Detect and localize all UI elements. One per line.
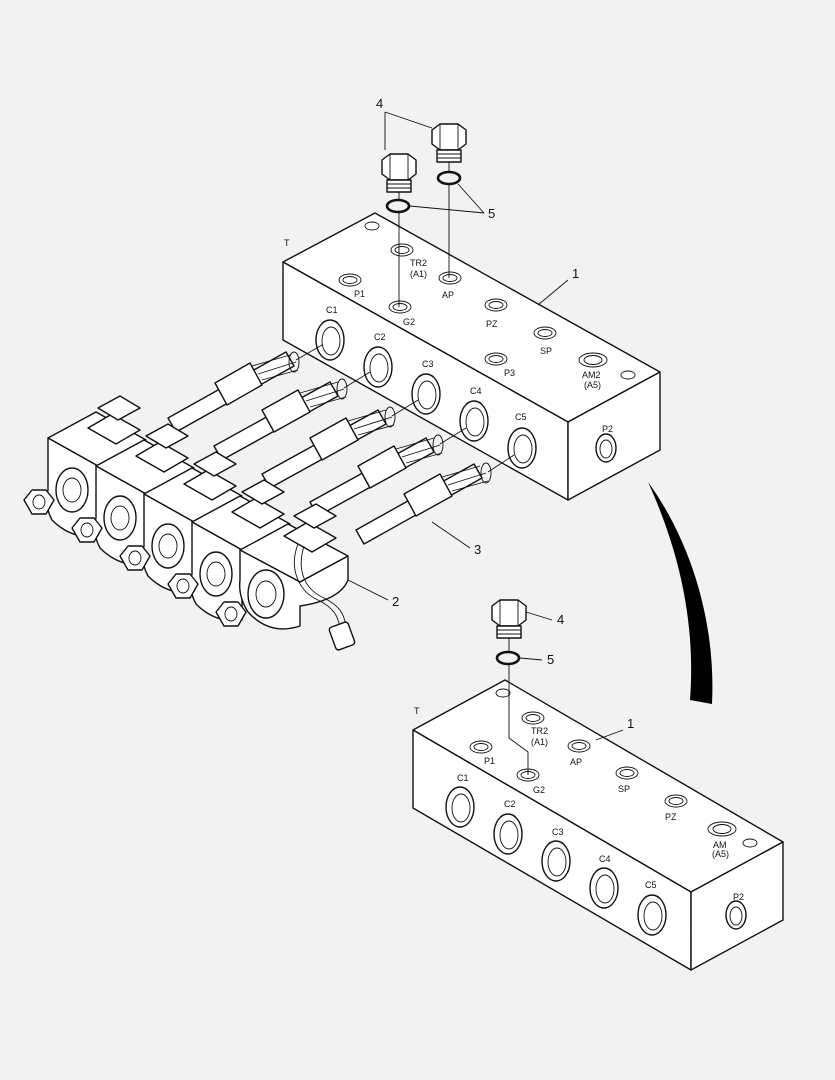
port-label-tr2: TR2 — [410, 258, 427, 268]
port-label-ap: AP — [442, 290, 454, 300]
port-label-sp: SP — [540, 346, 552, 356]
lower-port-label-c2: C2 — [504, 799, 516, 809]
callout-1-lower: 1 — [627, 716, 634, 731]
solenoid-coil-1 — [45, 395, 147, 538]
port-label-am2: AM2 — [582, 370, 601, 380]
lower-end-port — [725, 900, 747, 930]
mount-hole — [364, 221, 380, 231]
upper-top-ports — [338, 243, 608, 368]
mount-hole — [620, 370, 636, 380]
port-label-c2: C2 — [374, 332, 386, 342]
callout-4-lower: 4 — [557, 612, 564, 627]
port-label-a1: (A1) — [410, 269, 427, 279]
port-label-pz: PZ — [486, 319, 498, 329]
o-ring-right — [436, 170, 462, 186]
port-label-p1: P1 — [354, 289, 365, 299]
mount-hole — [495, 688, 511, 698]
cartridge-valve-5 — [355, 462, 492, 545]
lower-port-label-c5: C5 — [645, 880, 657, 890]
lower-manifold-block: T TR2 (A1) P1 AP G2 SP PZ AM (A5) C1 C2 … — [412, 679, 784, 971]
port-label-c3: C3 — [422, 359, 434, 369]
mount-hole — [742, 838, 758, 848]
callout-4-upper: 4 — [376, 96, 383, 111]
solenoid-coils — [23, 395, 356, 651]
lower-port-label-a1: (A1) — [531, 737, 548, 747]
solenoid-coil-4 — [189, 479, 291, 622]
port-label-a5: (A5) — [584, 380, 601, 390]
lower-port-label-c1: C1 — [457, 773, 469, 783]
lower-port-label-p2: P2 — [733, 892, 744, 902]
lower-port-label-a5: (A5) — [712, 849, 729, 859]
cartridge-valves — [167, 344, 515, 545]
lower-port-label-am: AM — [713, 840, 727, 850]
lower-port-label-tr2: TR2 — [531, 726, 548, 736]
lower-port-label-c3: C3 — [552, 827, 564, 837]
lower-corner-label: T — [414, 706, 420, 716]
lower-manifold-end-face — [690, 841, 784, 971]
port-label-p2: P2 — [602, 424, 613, 434]
port-label-c5: C5 — [515, 412, 527, 422]
lower-port-label-p1: P1 — [484, 756, 495, 766]
upper-front-ports — [315, 319, 537, 469]
port-label-c4: C4 — [470, 386, 482, 396]
plug-left — [381, 153, 417, 193]
o-ring-left — [385, 198, 411, 214]
callout-3: 3 — [474, 542, 481, 557]
port-label-g2: G2 — [403, 317, 415, 327]
plug-right — [431, 123, 467, 163]
port-label-c1: C1 — [326, 305, 338, 315]
o-ring-lower — [495, 650, 521, 666]
upper-manifold-end-face — [567, 371, 661, 501]
lower-port-label-ap: AP — [570, 757, 582, 767]
coil-nuts — [23, 489, 247, 627]
lower-port-label-pz: PZ — [665, 812, 677, 822]
port-label-p3: P3 — [504, 368, 515, 378]
callout-5-lower: 5 — [547, 652, 554, 667]
plug-lower — [491, 599, 527, 639]
callout-2: 2 — [392, 594, 399, 609]
transition-arrow — [648, 482, 713, 704]
upper-corner-label: T — [284, 238, 290, 248]
upper-manifold-block: T TR2 (A1) P1 AP G2 PZ SP P3 AM2 (A5) C1… — [282, 212, 661, 501]
upper-end-port — [595, 433, 617, 463]
lower-port-label-sp: SP — [618, 784, 630, 794]
lower-port-label-g2: G2 — [533, 785, 545, 795]
lower-port-label-c4: C4 — [599, 854, 611, 864]
callout-1-upper: 1 — [572, 266, 579, 281]
solenoid-coil-5 — [238, 503, 356, 651]
callout-5-upper: 5 — [488, 206, 495, 221]
lower-front-ports — [445, 786, 667, 936]
